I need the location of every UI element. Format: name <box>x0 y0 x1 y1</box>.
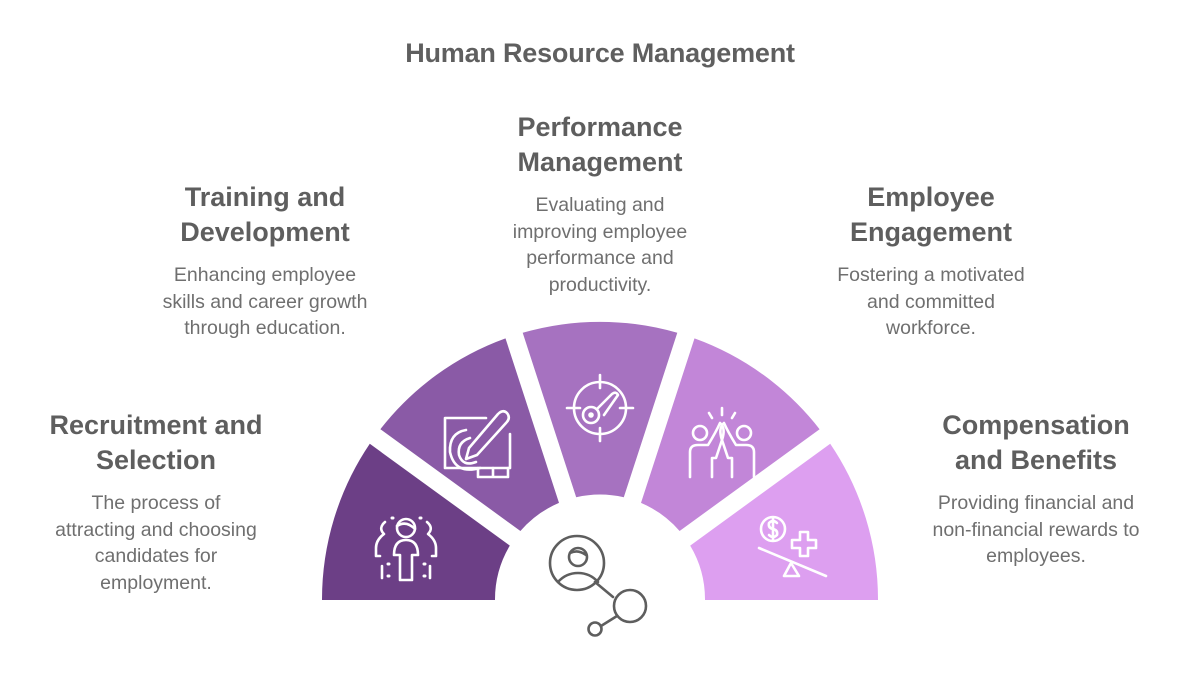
target-gauge-icon <box>565 373 635 443</box>
diagram-title: Human Resource Management <box>405 38 795 68</box>
segment-recruitment <box>321 443 510 600</box>
high-five-icon <box>688 406 756 479</box>
money-balance-icon <box>757 515 828 578</box>
people-group-icon <box>374 516 438 582</box>
segment-training <box>380 338 559 531</box>
segment-performance <box>522 321 678 498</box>
person-network-icon <box>548 534 648 637</box>
tablet-pen-icon <box>443 409 512 479</box>
